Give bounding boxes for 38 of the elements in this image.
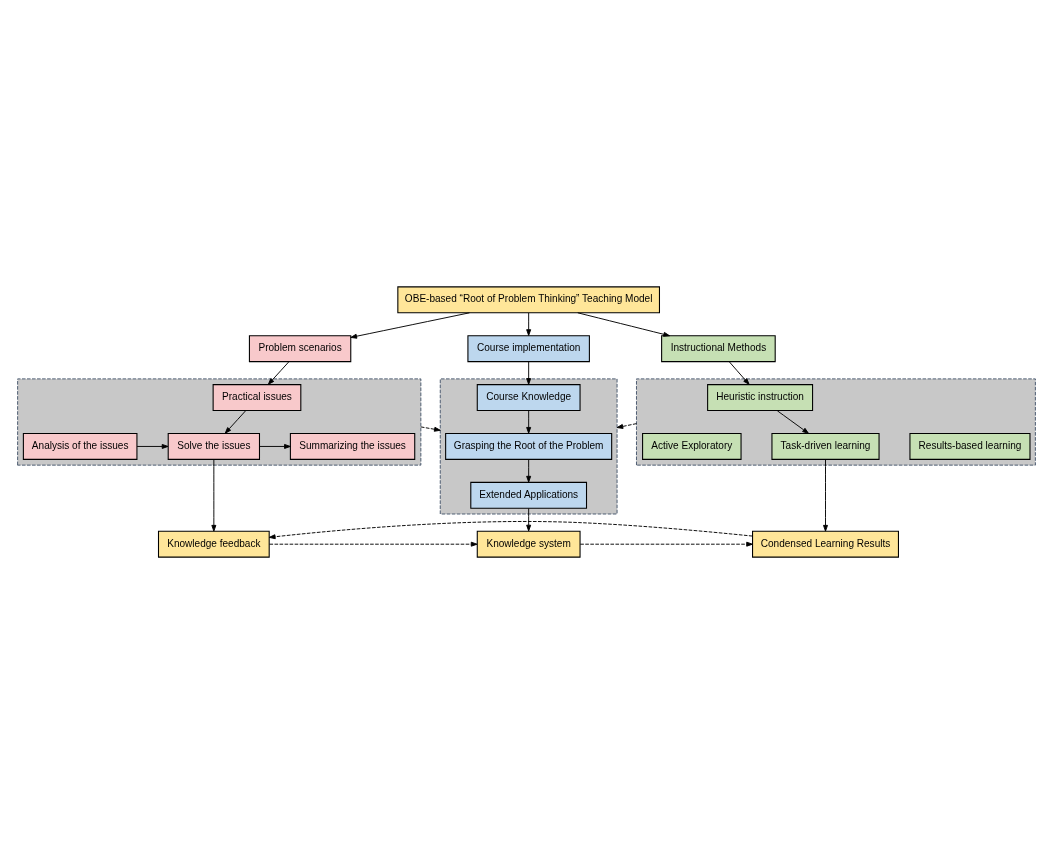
arrow: [728, 360, 750, 385]
node-box: Extended Applications: [470, 481, 588, 509]
arrow: [526, 507, 532, 531]
arrow: [259, 443, 291, 449]
arrow: [420, 425, 441, 432]
node-box: Knowledge system: [476, 530, 581, 558]
node-box: Course implementation: [467, 334, 590, 362]
arrow: [350, 311, 470, 339]
node-box: Active Exploratory: [642, 432, 742, 460]
arrow: [526, 360, 532, 385]
node-box: Task-driven learning: [771, 432, 880, 460]
node-box: Heuristic instruction: [707, 383, 814, 411]
arrow: [268, 520, 753, 539]
arrow: [823, 458, 828, 532]
node-box: Analysis of the issues: [22, 432, 138, 460]
node-box: Problem scenarios: [248, 334, 352, 362]
node-box: Summarizing the issues: [289, 432, 416, 460]
arrow: [269, 541, 478, 547]
node-box: Instructional Methods: [661, 334, 776, 362]
node-box: Results-based learning: [909, 432, 1031, 460]
node-box: Course Knowledge: [476, 383, 581, 411]
arrow: [211, 458, 217, 532]
node-box: Grasping the Root of the Problem: [445, 432, 613, 460]
arrow: [577, 311, 670, 337]
arrow: [579, 541, 753, 547]
arrow: [526, 458, 532, 482]
node-box: Practical issues: [212, 383, 302, 411]
node-box: OBE-based “Root of Problem Thinking” Teaching Model: [397, 285, 660, 313]
arrow: [224, 409, 247, 434]
node-box: Solve the issues: [167, 432, 261, 460]
arrow: [776, 409, 809, 434]
node-box: Condensed Learning Results: [752, 530, 899, 558]
arrow: [616, 422, 637, 429]
arrow: [526, 409, 532, 434]
arrow: [136, 443, 169, 449]
arrow: [526, 312, 532, 336]
node-box: Knowledge feedback: [157, 530, 270, 558]
arrow: [267, 360, 290, 385]
